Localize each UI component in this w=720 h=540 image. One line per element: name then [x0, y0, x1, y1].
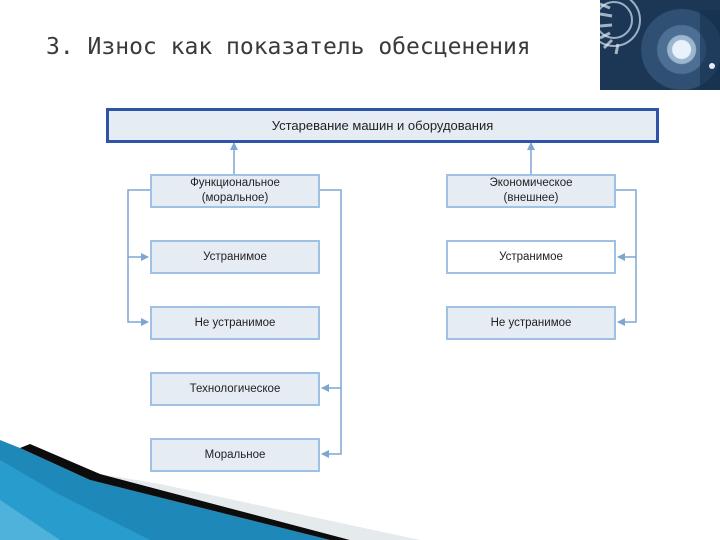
node-technological: Технологическое	[150, 372, 320, 406]
node-left-removable: Устранимое	[150, 240, 320, 274]
slide-title: 3. Износ как показатель обесценения	[46, 34, 531, 60]
decorative-wave	[0, 440, 420, 540]
node-label: Функциональное (моральное)	[190, 177, 280, 204]
node-label: Не устранимое	[194, 316, 276, 329]
node-right-irremovable: Не устранимое	[446, 306, 616, 340]
node-functional-obsolescence: Функциональное (моральное)	[150, 174, 320, 208]
node-label: Экономическое (внешнее)	[489, 177, 573, 204]
machinery-photo	[600, 0, 720, 90]
node-label: Устранимое	[499, 250, 563, 263]
node-right-removable: Устранимое	[446, 240, 616, 274]
node-label: Моральное	[204, 448, 266, 461]
root-node-label: Устаревание машин и оборудования	[271, 118, 494, 133]
node-label: Не устранимое	[490, 316, 572, 329]
node-label: Технологическое	[189, 382, 281, 395]
node-moral: Моральное	[150, 438, 320, 472]
root-node-obsolescence: Устаревание машин и оборудования	[106, 108, 659, 143]
node-label: Устранимое	[203, 250, 267, 263]
node-economic-obsolescence: Экономическое (внешнее)	[446, 174, 616, 208]
node-left-irremovable: Не устранимое	[150, 306, 320, 340]
